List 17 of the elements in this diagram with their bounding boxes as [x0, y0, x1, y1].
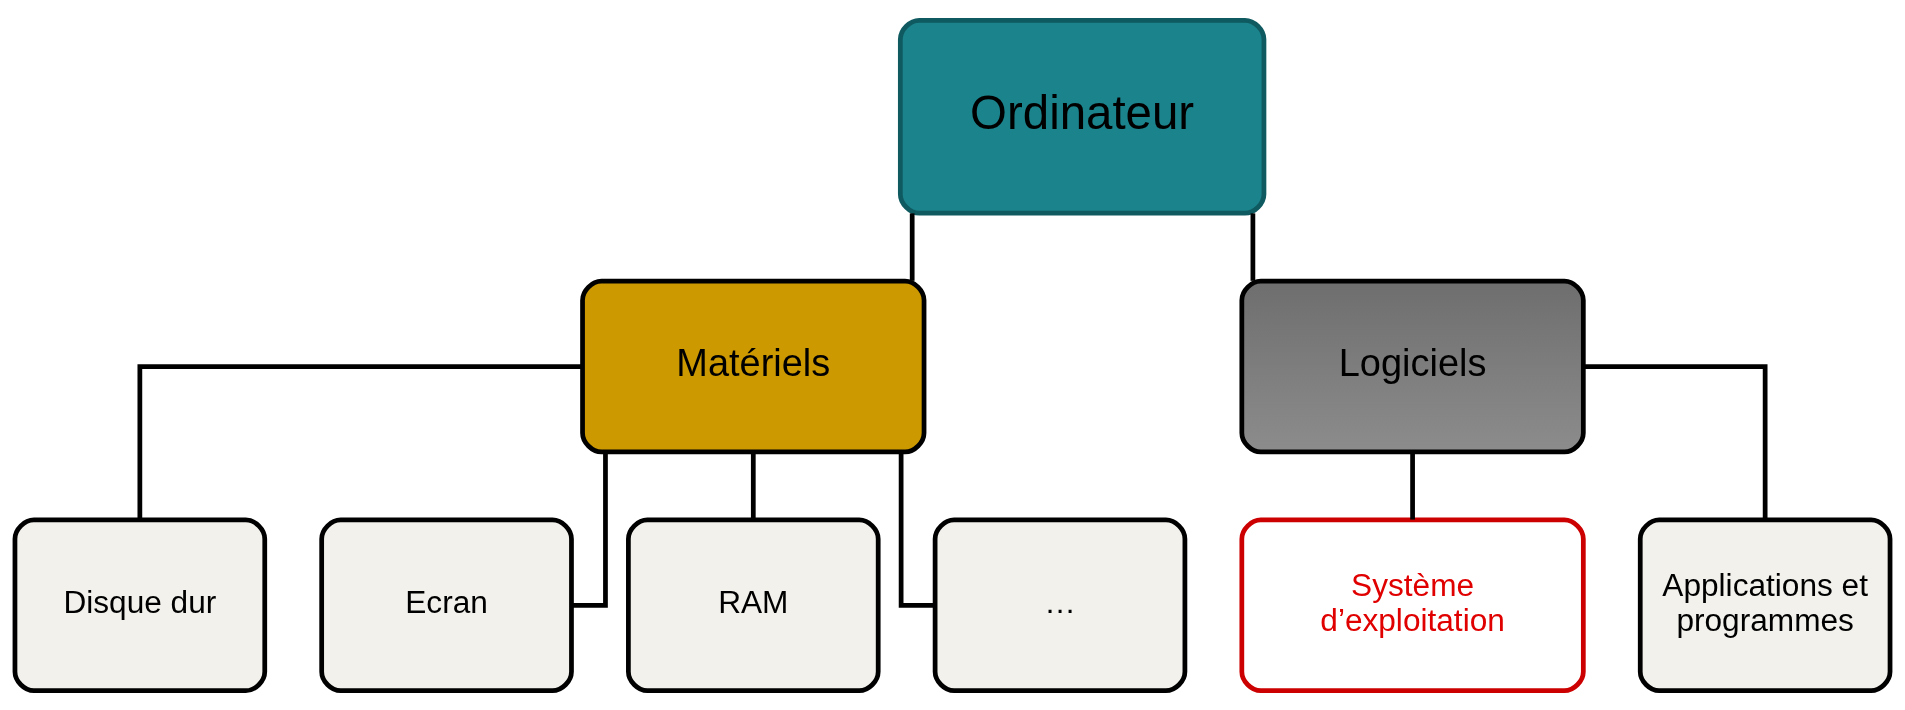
- node-box: …: [932, 517, 1188, 693]
- connector: [571, 451, 608, 608]
- connector: [137, 363, 583, 520]
- connector: [1410, 451, 1415, 520]
- node-box: Applications et programmes: [1637, 517, 1893, 693]
- connector: [1250, 212, 1256, 281]
- connector: [898, 451, 935, 608]
- node-box: Matériels: [580, 278, 927, 454]
- node-box: Ecran: [319, 517, 574, 693]
- node-box: Logiciels: [1239, 278, 1586, 454]
- connector: [1583, 363, 1768, 520]
- node-box: RAM: [626, 517, 881, 693]
- node-box: Disque dur: [12, 517, 268, 693]
- node-box: Ordinateur: [897, 17, 1267, 216]
- connector: [750, 451, 756, 520]
- connector: [909, 212, 915, 281]
- node-box: Système d’exploitation: [1239, 517, 1586, 693]
